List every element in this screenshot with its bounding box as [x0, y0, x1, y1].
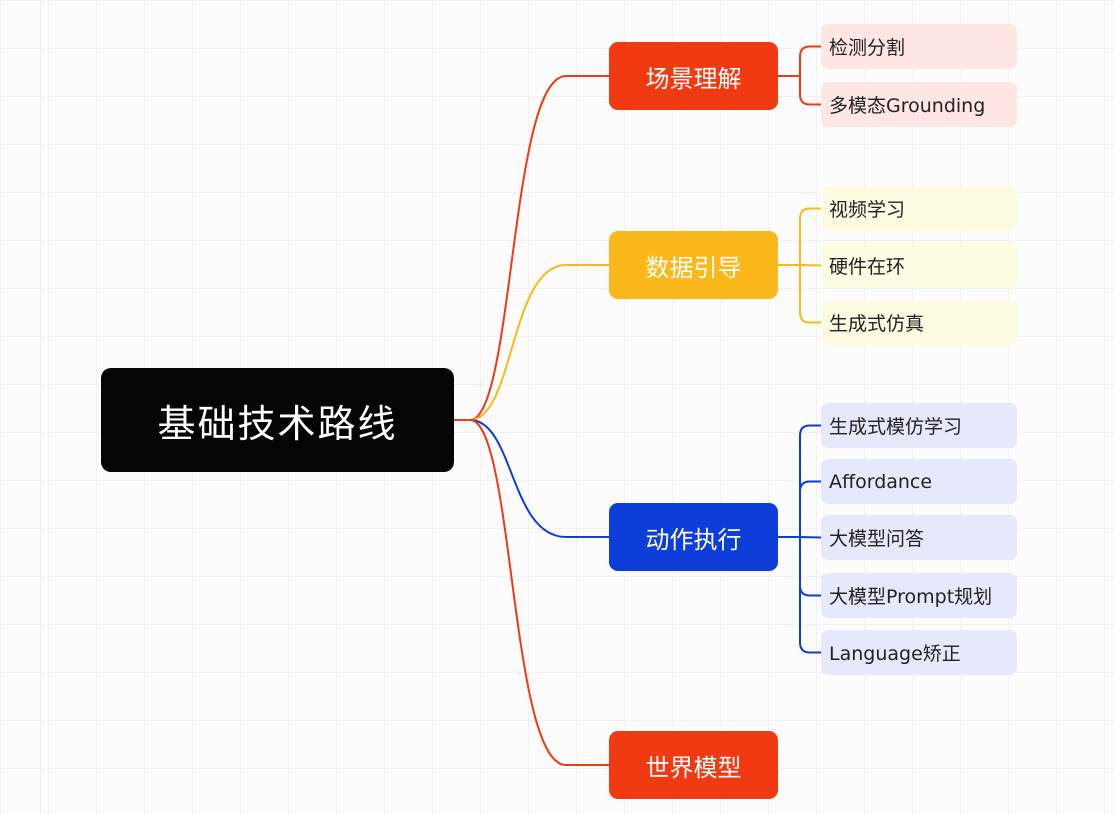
branch-connector [469, 264, 610, 421]
leaf-connector [799, 264, 822, 324]
leaf-connector [799, 536, 822, 654]
leaf-connector [799, 207, 822, 266]
branch-connector [469, 419, 610, 766]
leaf-connector [799, 536, 822, 597]
branch-node-action-execution[interactable]: 动作执行 [609, 503, 778, 571]
leaf-connector [799, 480, 822, 538]
leaf-node[interactable]: 生成式仿真 [821, 300, 1017, 345]
leaf-connector [799, 536, 822, 539]
root-node[interactable]: 基础技术路线 [101, 368, 454, 472]
canvas-frame [40, 0, 1115, 814]
leaf-connector [799, 75, 822, 106]
leaf-connector [799, 45, 822, 77]
branch-connector [469, 75, 610, 421]
branch-node-scene-understanding[interactable]: 场景理解 [609, 42, 778, 110]
leaf-node[interactable]: 多模态Grounding [821, 82, 1017, 127]
leaf-node[interactable]: 检测分割 [821, 24, 1017, 69]
leaf-node[interactable]: 生成式模仿学习 [821, 403, 1017, 448]
branch-connector [469, 419, 610, 538]
leaf-node[interactable]: 大模型问答 [821, 515, 1017, 560]
leaf-connector [799, 424, 822, 538]
leaf-node[interactable]: Language矫正 [821, 630, 1017, 675]
branch-node-world-model[interactable]: 世界模型 [609, 731, 778, 799]
leaf-node[interactable]: 大模型Prompt规划 [821, 573, 1017, 618]
leaf-node[interactable]: Affordance [821, 459, 1017, 504]
branch-node-data-guidance[interactable]: 数据引导 [609, 231, 778, 299]
leaf-node[interactable]: 硬件在环 [821, 243, 1017, 288]
leaf-connector [799, 264, 822, 267]
leaf-node[interactable]: 视频学习 [821, 186, 1017, 231]
